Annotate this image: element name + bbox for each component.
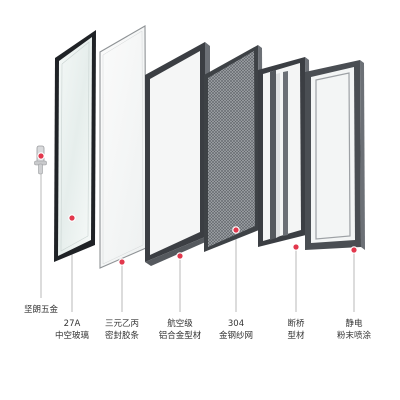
marker-screen: [232, 226, 240, 234]
steel-screen: [204, 45, 263, 252]
thermal-break-frame: [258, 57, 310, 247]
label-hardware: 坚朗五金: [24, 304, 58, 316]
label-screen-line1: 304: [227, 319, 245, 329]
window-handle: [34, 145, 47, 175]
marker-coating: [350, 246, 358, 254]
label-aluminum-line2: 铝合金型材: [158, 331, 202, 341]
label-glass: 27A 中空玻璃: [55, 318, 89, 342]
gasket-panel: [99, 25, 147, 269]
label-thermal-break-line2: 型材: [287, 331, 305, 341]
powder-coated-sash: [305, 60, 365, 250]
label-coating-line1: 静电: [345, 319, 363, 329]
marker-hardware: [37, 152, 45, 160]
label-screen-line2: 金钢纱网: [218, 331, 254, 341]
label-gasket-line1: 三元乙丙: [104, 319, 140, 329]
label-gasket-line2: 密封胶条: [104, 331, 140, 341]
marker-gasket: [118, 258, 126, 266]
marker-thermal-break: [292, 243, 300, 251]
insulating-glass-pane: [54, 30, 96, 262]
label-coating-line2: 粉末喷涂: [336, 331, 372, 341]
label-glass-line2: 中空玻璃: [54, 331, 90, 341]
label-gasket: 三元乙丙 密封胶条: [105, 318, 139, 342]
label-hardware-line1: 坚朗五金: [23, 305, 59, 315]
label-screen: 304 金钢纱网: [219, 318, 253, 342]
label-glass-line1: 27A: [63, 319, 81, 329]
marker-aluminum: [176, 252, 184, 260]
label-coating: 静电 粉末喷涂: [337, 318, 371, 342]
label-aluminum: 航空级 铝合金型材: [159, 318, 202, 342]
label-thermal-break: 断桥 型材: [287, 318, 304, 342]
marker-glass: [68, 214, 76, 222]
component-markers: [37, 152, 358, 266]
label-aluminum-line1: 航空级: [167, 319, 193, 329]
aluminum-frame: [145, 42, 210, 266]
label-thermal-break-line1: 断桥: [287, 319, 305, 329]
